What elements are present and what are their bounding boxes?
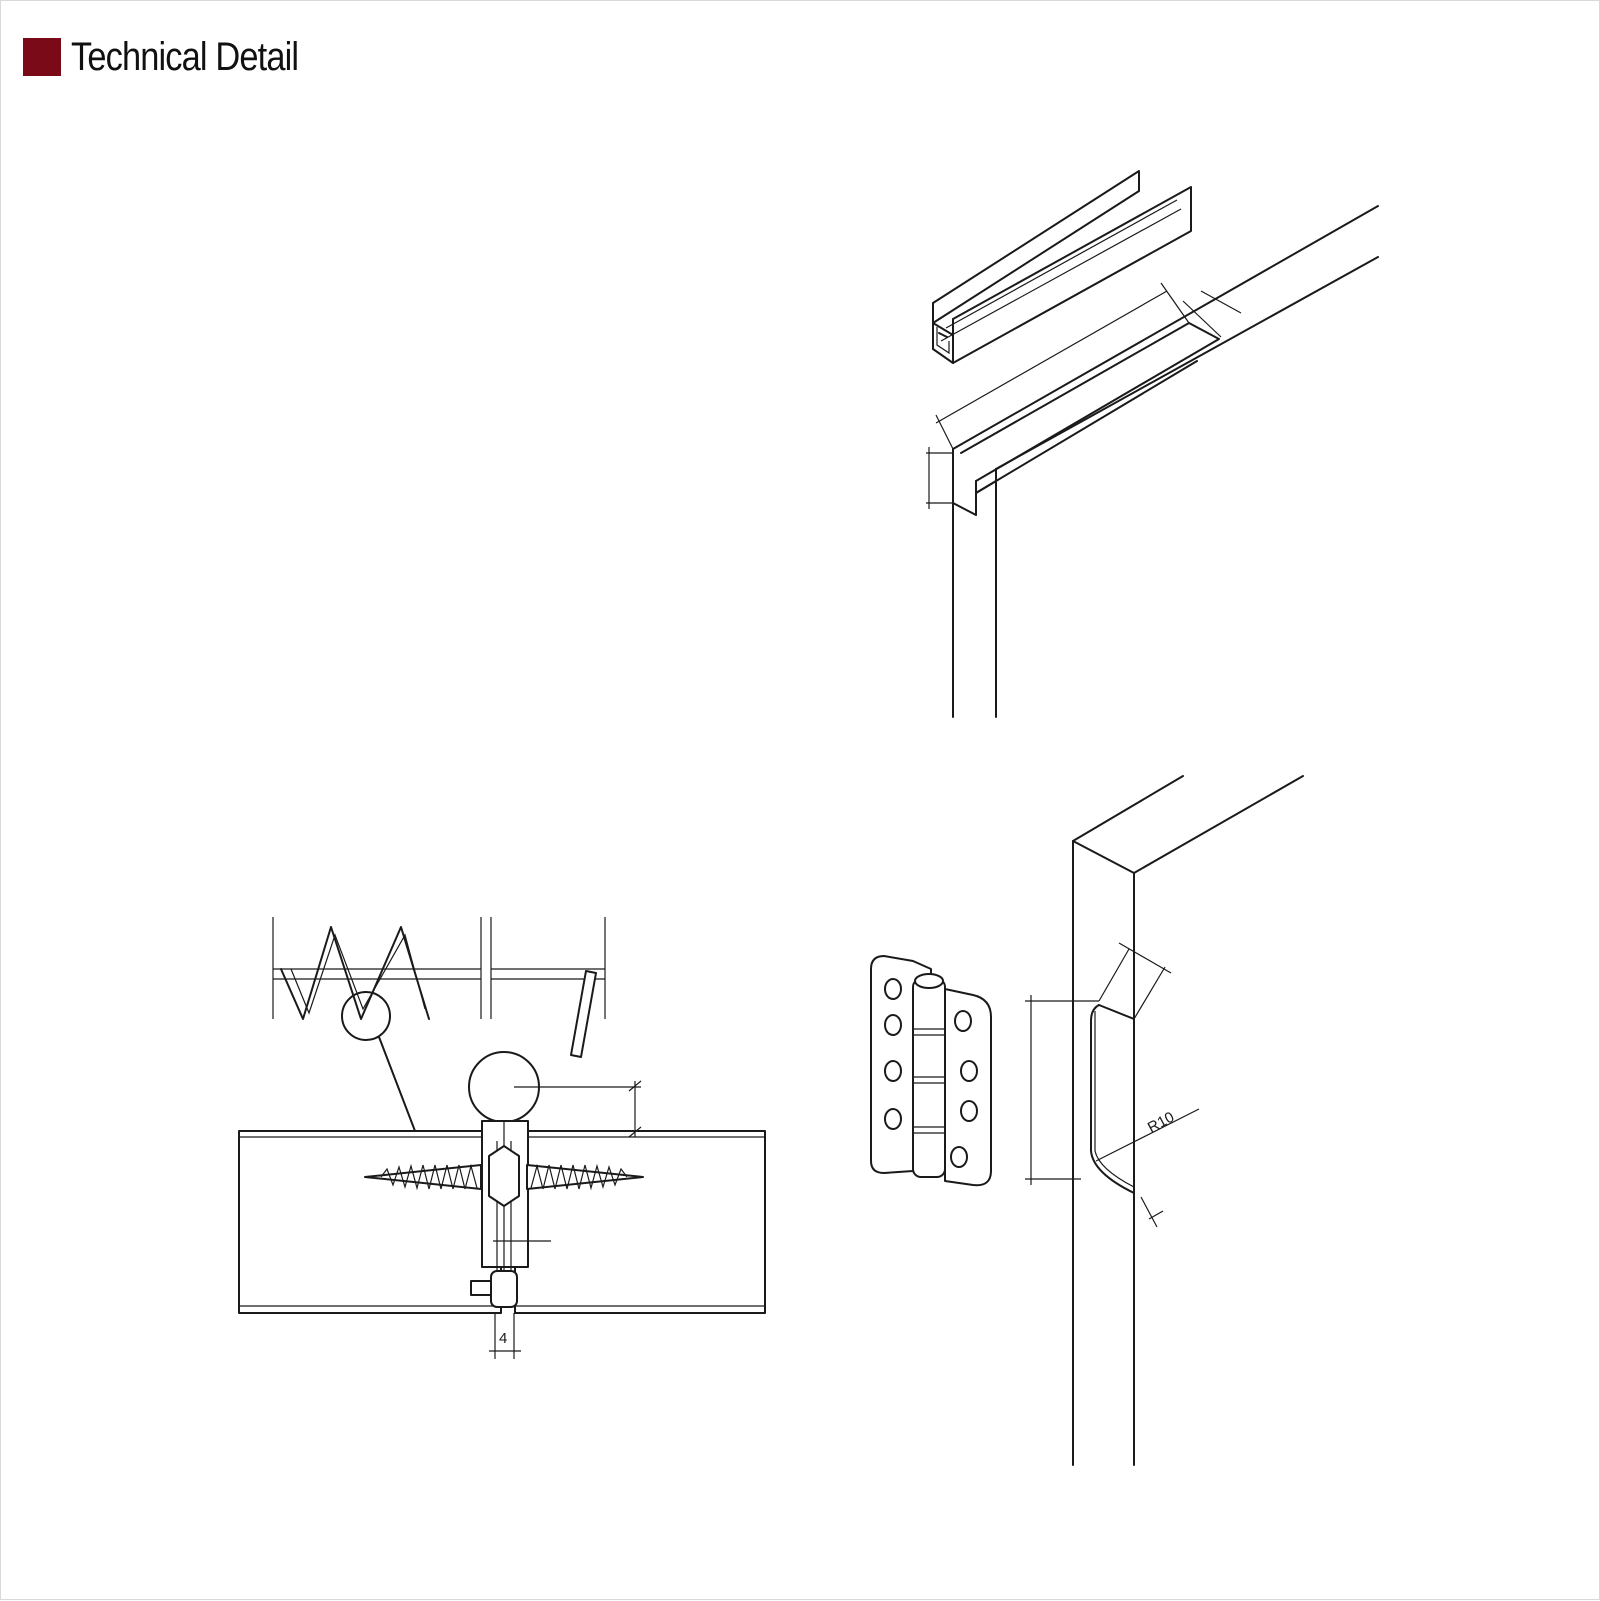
screw-holes-right [950,1010,978,1168]
rebate-dimensions: R10 [1025,942,1200,1228]
frame-head [952,205,1379,718]
channel-seal-drawing [926,170,1379,718]
gap-dimension-label: 4 [499,1330,507,1347]
screw-holes-left [884,978,902,1130]
u-channel-profile [932,170,1192,364]
door-leaves-section [238,1130,766,1314]
page-header: Technical Detail [23,35,335,79]
page-title: Technical Detail [71,34,299,79]
hinge-barrel [468,1051,551,1308]
hinge-rebate-drawing: R10 [870,775,1304,1466]
door-plan-schematic [272,917,606,1132]
screw-left [364,1163,482,1191]
hinge-section-drawing: 4 [238,917,766,1359]
screw-right [526,1163,644,1191]
door-frame-jamb [1072,775,1304,1466]
header-accent-square [23,38,61,76]
hinge-rebate [1090,1004,1135,1194]
channel-dimensions [926,282,1242,509]
radius-label: R10 [1145,1109,1177,1137]
butt-hinge [870,955,992,1187]
knuckle-projection-dimension [514,1080,642,1138]
gap-dimension: 4 [489,1313,521,1359]
